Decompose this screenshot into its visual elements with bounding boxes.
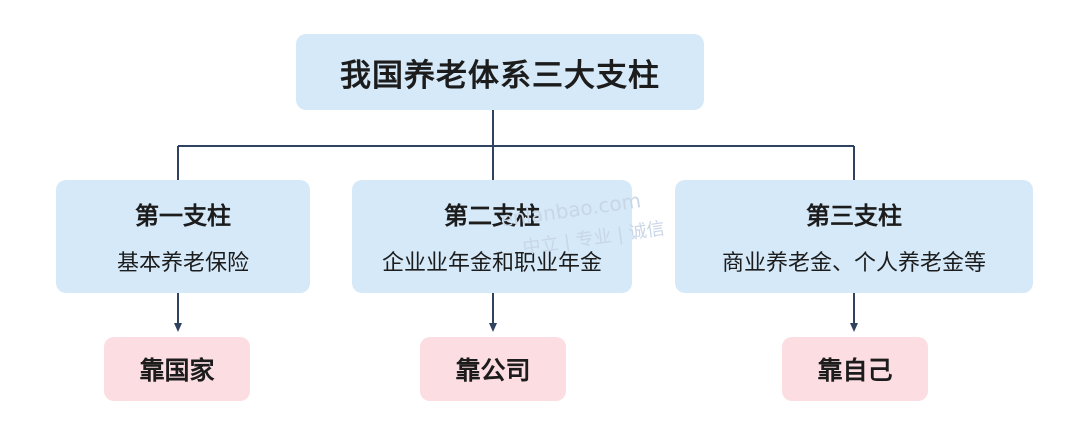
root-title: 我国养老体系三大支柱 xyxy=(340,57,660,94)
rely-node-3: 靠自己 xyxy=(782,337,928,401)
pillar-title-3: 第三支柱 xyxy=(806,202,902,230)
rely-node-1: 靠国家 xyxy=(104,337,250,401)
pillar-node-1: 第一支柱 基本养老保险 xyxy=(56,180,310,293)
rely-node-2: 靠公司 xyxy=(420,337,566,401)
pillar-title-1: 第一支柱 xyxy=(135,202,231,230)
pillar-description-1: 基本养老保险 xyxy=(116,251,249,276)
pillar-description-3: 商业养老金、个人养老金等 xyxy=(721,251,986,276)
pillar-description-2: 企业业年金和职业年金 xyxy=(381,251,602,276)
rely-label-2: 靠公司 xyxy=(455,356,531,385)
rely-label-3: 靠自己 xyxy=(817,356,893,385)
pillar-node-3: 第三支柱 商业养老金、个人养老金等 xyxy=(675,180,1033,293)
rely-label-1: 靠国家 xyxy=(139,356,215,385)
pillar-title-2: 第二支柱 xyxy=(444,202,540,230)
pillar-node-2: 第二支柱 企业业年金和职业年金 xyxy=(352,180,632,293)
root-node: 我国养老体系三大支柱 xyxy=(296,34,704,110)
